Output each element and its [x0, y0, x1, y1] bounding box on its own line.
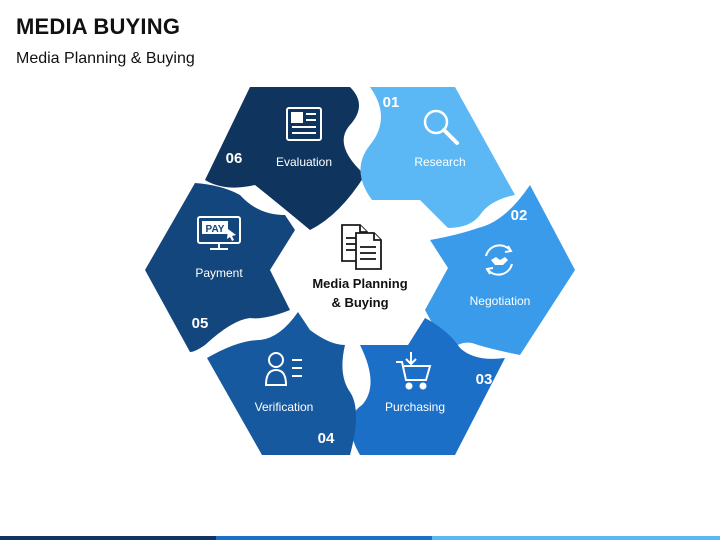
- page-subtitle: Media Planning & Buying: [16, 50, 195, 67]
- segment-04-label: Verification: [255, 400, 314, 414]
- documents-icon: [341, 224, 382, 270]
- segment-02-number: 02: [511, 207, 528, 224]
- segment-05-payment: PAY Payment 05: [145, 183, 295, 352]
- pay-monitor-icon: PAY: [197, 216, 241, 250]
- handshake-icon: [485, 244, 513, 276]
- magnifier-icon: [423, 109, 459, 145]
- footer-bar-segment-3: [432, 536, 720, 540]
- footer-bar-segment-1: [0, 536, 216, 540]
- segment-04-shape: [207, 312, 356, 455]
- segment-01-number: 01: [383, 94, 400, 111]
- segment-04-verification: Verification 04: [207, 312, 356, 455]
- page-title: MEDIA BUYING: [16, 14, 181, 39]
- segment-02-shape: [425, 185, 575, 355]
- footer-bar: [0, 536, 720, 540]
- segment-02-negotiation: Negotiation 02: [425, 185, 575, 355]
- segment-06-label: Evaluation: [276, 155, 332, 169]
- segment-05-label: Payment: [195, 266, 243, 280]
- segment-06-number: 06: [226, 150, 243, 167]
- segment-03-purchasing: Purchasing 03: [350, 318, 505, 455]
- center-hub: Media Planning & Buying: [312, 224, 408, 310]
- segment-06-evaluation: Evaluation 06: [205, 87, 365, 230]
- svg-text:PAY: PAY: [206, 224, 225, 235]
- segment-03-shape: [350, 318, 505, 455]
- footer-bar-segment-2: [216, 536, 432, 540]
- center-label-line2: & Buying: [331, 295, 388, 310]
- segment-05-number: 05: [192, 315, 209, 332]
- segment-03-label: Purchasing: [385, 400, 445, 414]
- segment-01-research: Research 01: [360, 87, 515, 228]
- segment-06-shape: [205, 87, 365, 230]
- shopping-cart-icon: [396, 352, 432, 390]
- segment-01-shape: [360, 87, 515, 228]
- newspaper-icon: [286, 107, 322, 141]
- segment-05-shape: [145, 183, 295, 352]
- segment-02-label: Negotiation: [470, 294, 531, 308]
- segment-01-label: Research: [414, 155, 465, 169]
- segment-03-number: 03: [476, 371, 493, 388]
- center-label-line1: Media Planning: [312, 276, 407, 291]
- user-checklist-icon: [264, 352, 302, 386]
- segment-04-number: 04: [318, 430, 335, 447]
